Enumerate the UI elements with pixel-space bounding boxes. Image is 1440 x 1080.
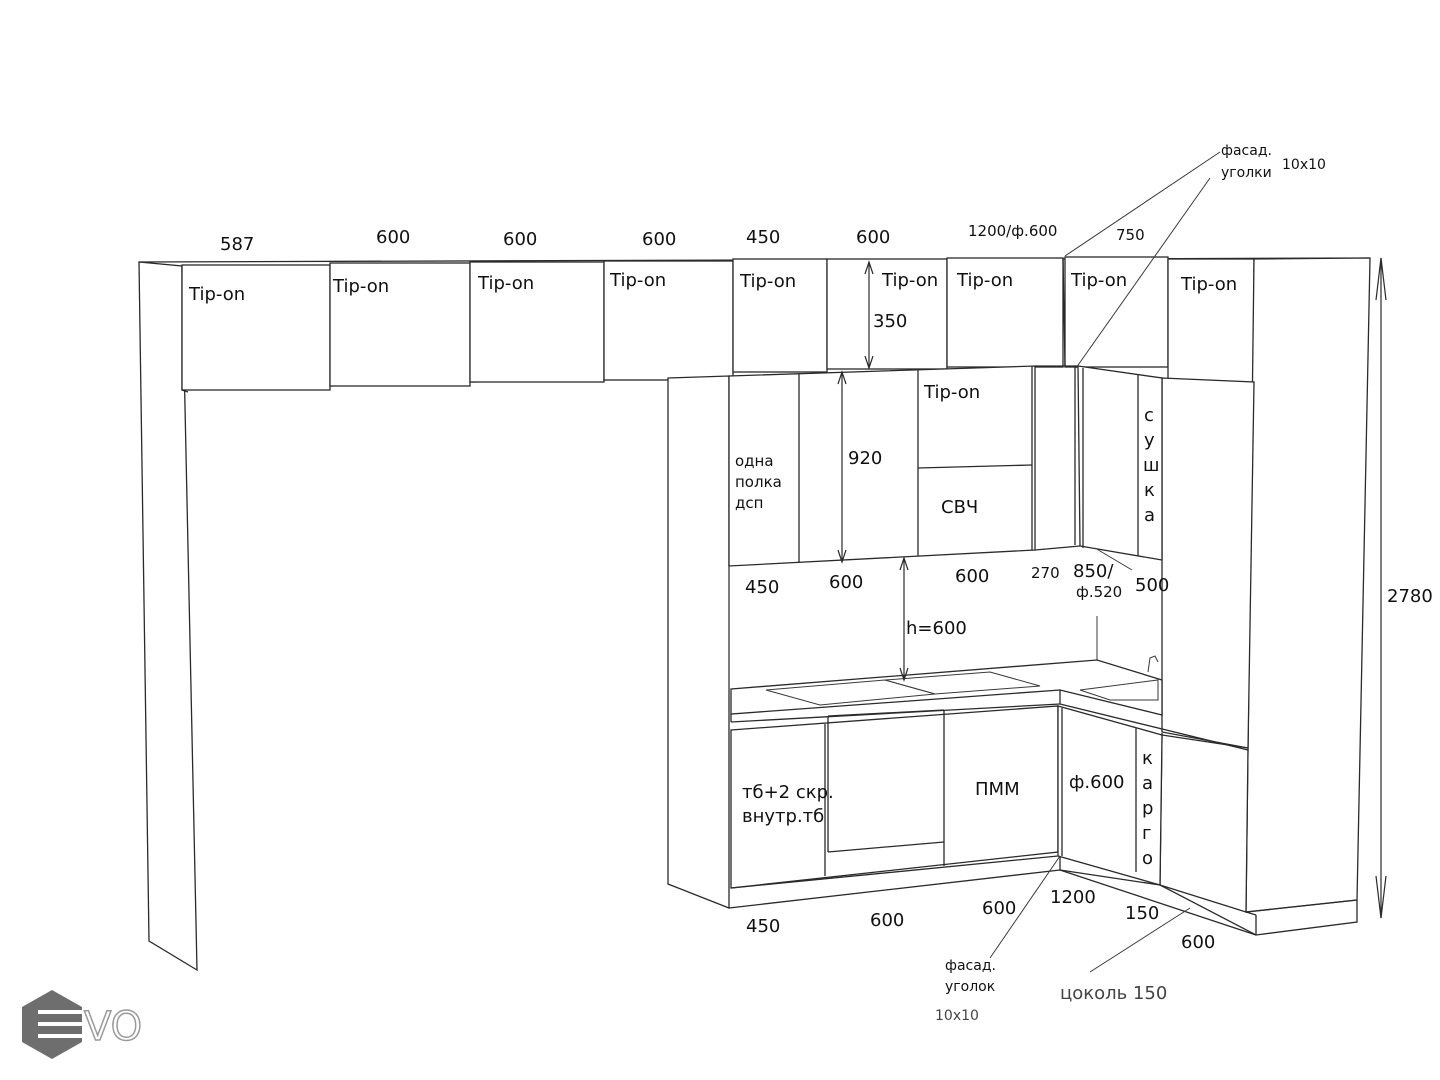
base-cabinet-labels: тб+2 скр. внутр.тб ПММ ф.600 к а р г о 4… — [742, 748, 1215, 1004]
top-corner-size: 10x10 — [1282, 157, 1326, 173]
countertop-area — [728, 547, 1249, 751]
cargo-letter: к — [1142, 748, 1153, 769]
evo-logo: VO — [22, 990, 143, 1059]
width-label: 450 — [745, 577, 779, 598]
microwave-label: СВЧ — [941, 497, 978, 518]
dryer-letter: ш — [1143, 455, 1159, 476]
backsplash-height-label: h=600 — [906, 618, 967, 639]
wall-height-label: 920 — [848, 448, 882, 469]
width-label: 600 — [955, 566, 989, 587]
tip-on-label: Tip-on — [739, 271, 796, 292]
width-label: 600 — [982, 898, 1016, 919]
width-label: 600 — [503, 229, 537, 250]
width-label: 600 — [829, 572, 863, 593]
mezzanine-height-label: 350 — [873, 311, 907, 332]
mezzanine-row — [138, 256, 1371, 391]
dryer-letter: а — [1144, 505, 1155, 526]
tip-on-label: Tip-on — [956, 270, 1013, 291]
corner-facade-label: ф.600 — [1069, 772, 1124, 793]
leader-lines — [989, 151, 1221, 973]
shelf-note: одна — [735, 452, 774, 470]
dishwasher-label: ПММ — [975, 779, 1020, 800]
dryer-letter: у — [1144, 430, 1155, 451]
tip-on-label: Tip-on — [609, 270, 666, 291]
width-label: 750 — [1116, 226, 1145, 244]
tip-on-label: Tip-on — [923, 382, 980, 403]
width-label: 587 — [220, 234, 254, 255]
width-label: 600 — [642, 229, 676, 250]
shelf-note: дсп — [735, 494, 763, 512]
bottom-corner-size: 10x10 — [935, 1008, 979, 1024]
width-label: 600 — [870, 910, 904, 931]
top-corner-note: уголки — [1221, 165, 1272, 181]
bottom-corner-note: уголок — [945, 979, 995, 995]
drawer-unit-label: тб+2 скр. — [742, 782, 834, 803]
tip-on-label: Tip-on — [332, 276, 389, 297]
tip-on-label: Tip-on — [477, 273, 534, 294]
shelf-note: полка — [735, 473, 782, 491]
width-label: 500 — [1135, 575, 1169, 596]
width-label: 600 — [376, 227, 410, 248]
tip-on-label: Tip-on — [1070, 270, 1127, 291]
kitchen-left-post — [667, 375, 730, 909]
width-label: 270 — [1031, 564, 1060, 582]
plinth-label: цоколь 150 — [1060, 983, 1167, 1004]
cargo-letter: р — [1142, 798, 1153, 819]
tall-column-unit — [1159, 257, 1371, 936]
logo-text: VO — [84, 1004, 142, 1050]
width-label: 1200 — [1050, 887, 1096, 908]
cargo-letter: о — [1142, 848, 1153, 869]
drawer-unit-label: внутр.тб — [742, 806, 824, 827]
cargo-letter: г — [1142, 823, 1151, 844]
dryer-letter: с — [1144, 405, 1154, 426]
wall-cabinets — [728, 365, 1163, 567]
width-label: 450 — [746, 227, 780, 248]
corner-facade-label: ф.520 — [1076, 583, 1122, 601]
total-height-label: 2780 — [1387, 586, 1433, 607]
corner-annotations: фасад. уголки 10x10 фасад. уголок 10x10 — [935, 143, 1326, 1024]
width-label: 600 — [1181, 932, 1215, 953]
top-corner-note: фасад. — [1221, 143, 1272, 159]
bottom-corner-note: фасад. — [945, 958, 996, 974]
corner-width-label: 850/ — [1073, 561, 1114, 582]
wall-cabinet-labels: одна полка дсп 920 Tip-on СВЧ с у ш к а … — [735, 382, 1169, 639]
cargo-letter: а — [1142, 773, 1153, 794]
dryer-letter: к — [1144, 480, 1155, 501]
dimension-lines — [837, 257, 1387, 919]
width-label: 150 — [1125, 903, 1159, 924]
left-side-panel — [138, 261, 198, 972]
tip-on-label: Tip-on — [1180, 274, 1237, 295]
width-label: 450 — [746, 916, 780, 937]
tip-on-label: Tip-on — [881, 270, 938, 291]
tip-on-label: Tip-on — [188, 284, 245, 305]
upper-row-labels: 587 600 600 600 450 600 1200/ф.600 750 T… — [188, 222, 1237, 332]
width-label: 1200/ф.600 — [968, 222, 1057, 240]
base-cabinets — [728, 705, 1257, 936]
width-label: 600 — [856, 227, 890, 248]
